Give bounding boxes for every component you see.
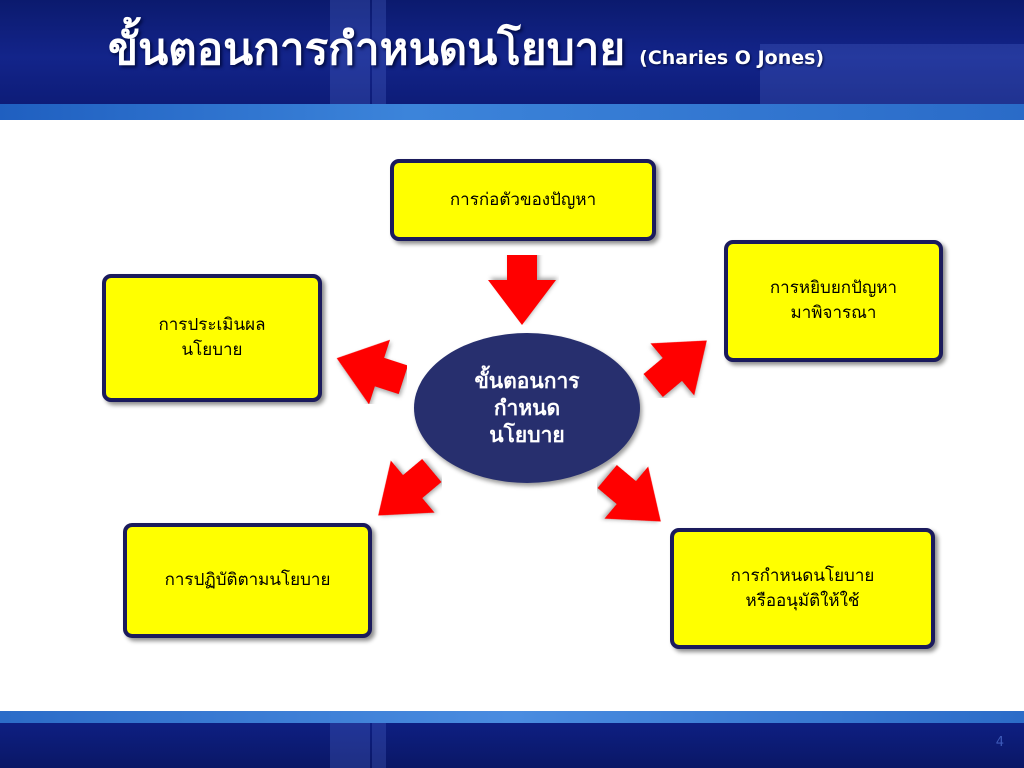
- page-number: 4: [995, 735, 1004, 750]
- center-label-line: ขั้นตอนการ: [474, 368, 580, 393]
- step-label-line: การหยิบยกปัญหา: [769, 278, 898, 298]
- title-author: (Charies O Jones): [639, 47, 825, 69]
- step-label-line: การปฏิบัติตามนโยบาย: [164, 570, 331, 590]
- step-label-line: มาพิจารณา: [790, 303, 877, 323]
- arrow-upper-right: [643, 328, 717, 398]
- footer-accent-band: [330, 723, 370, 768]
- title-text: ขั้นตอนการกำหนดนโยบาย: [108, 24, 626, 75]
- arrow-left: [333, 334, 407, 404]
- slide-title: ขั้นตอนการกำหนดนโยบาย (Charies O Jones): [108, 14, 824, 84]
- step-box-implementation: การปฏิบัติตามนโยบาย: [123, 523, 372, 638]
- header-accent-band: [760, 44, 1024, 104]
- footer-divider: [0, 711, 1024, 723]
- center-label-line: นโยบาย: [489, 422, 565, 447]
- step-label-line: การกำหนดนโยบาย: [730, 565, 875, 586]
- step-box-problem-formation: การก่อตัวของปัญหา: [390, 159, 656, 241]
- step-label-line: การประเมินผล: [158, 315, 266, 335]
- step-label-line: การก่อตัวของปัญหา: [449, 189, 597, 210]
- arrow-up: [485, 255, 559, 325]
- arrow-lower-left: [368, 458, 442, 528]
- step-box-evaluation: การประเมินผล นโยบาย: [102, 274, 322, 402]
- center-label-line: กำหนด: [493, 395, 561, 420]
- slide-footer: [0, 723, 1024, 768]
- step-label-line: นโยบาย: [181, 340, 243, 360]
- arrow-lower-right: [597, 464, 671, 534]
- header-divider: [0, 104, 1024, 120]
- step-box-policy-formulation: การกำหนดนโยบาย หรืออนุมัติให้ใช้: [670, 528, 935, 649]
- header-accent-band: [330, 0, 370, 104]
- slide-header: [0, 0, 1024, 104]
- step-label-line: หรืออนุมัติให้ใช้: [745, 590, 860, 611]
- step-box-agenda-setting: การหยิบยกปัญหา มาพิจารณา: [724, 240, 943, 362]
- header-accent-band: [372, 0, 386, 104]
- footer-accent-band: [372, 723, 386, 768]
- center-node: ขั้นตอนการ กำหนด นโยบาย: [414, 333, 640, 483]
